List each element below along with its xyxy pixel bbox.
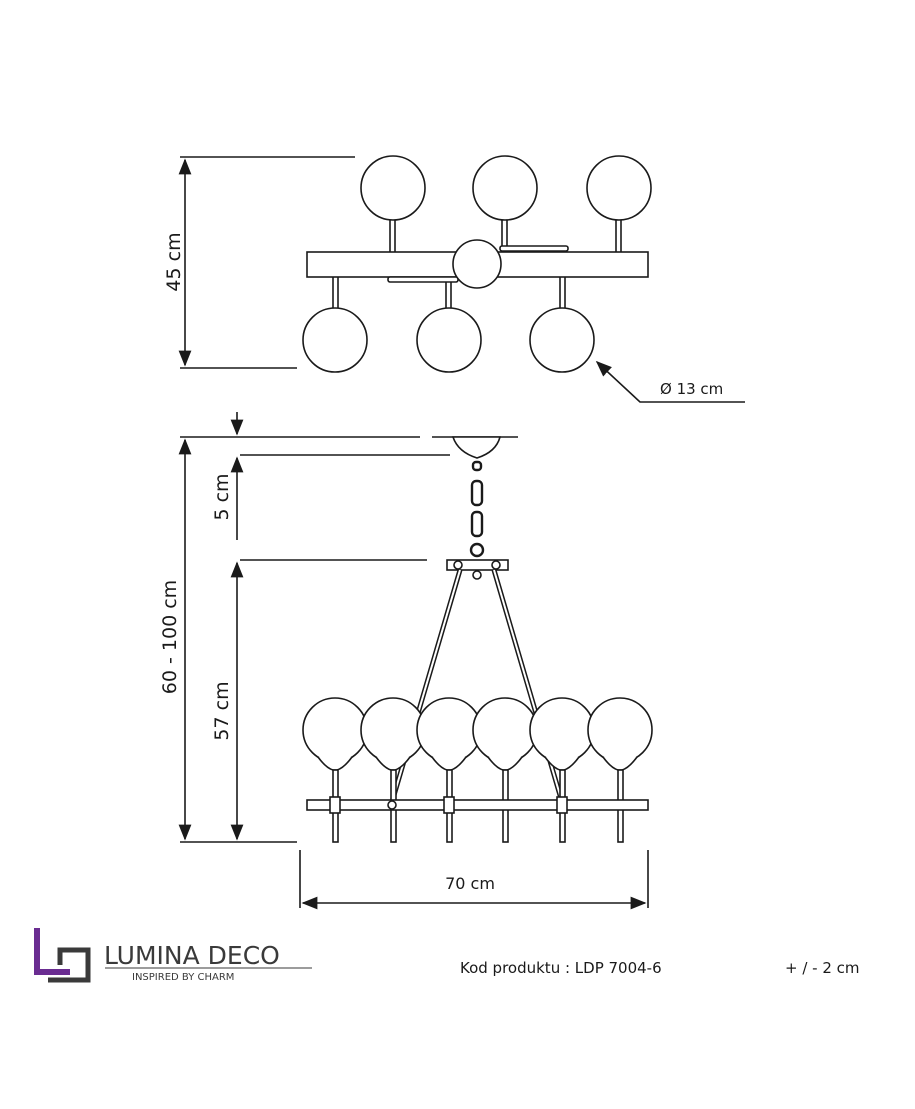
body-height-label: 57 cm xyxy=(211,681,233,740)
height-45-label: 45 cm xyxy=(163,232,185,291)
width-label: 70 cm xyxy=(445,874,495,893)
brand-name: LUMINA DECO xyxy=(104,941,280,970)
top-view xyxy=(178,155,745,403)
product-code: Kod produktu : LDP 7004-6 xyxy=(460,959,662,977)
side-globes xyxy=(302,697,653,843)
side-view xyxy=(178,412,653,910)
total-height-label: 60 - 100 cm xyxy=(159,580,181,694)
tolerance: + / - 2 cm xyxy=(785,959,860,977)
brand-tagline: INSPIRED BY CHARM xyxy=(132,972,234,983)
brand-logo xyxy=(34,928,312,983)
canopy-height-label: 5 cm xyxy=(211,473,233,520)
globe-diameter-label: Ø 13 cm xyxy=(660,380,723,398)
top-globes xyxy=(302,155,652,373)
